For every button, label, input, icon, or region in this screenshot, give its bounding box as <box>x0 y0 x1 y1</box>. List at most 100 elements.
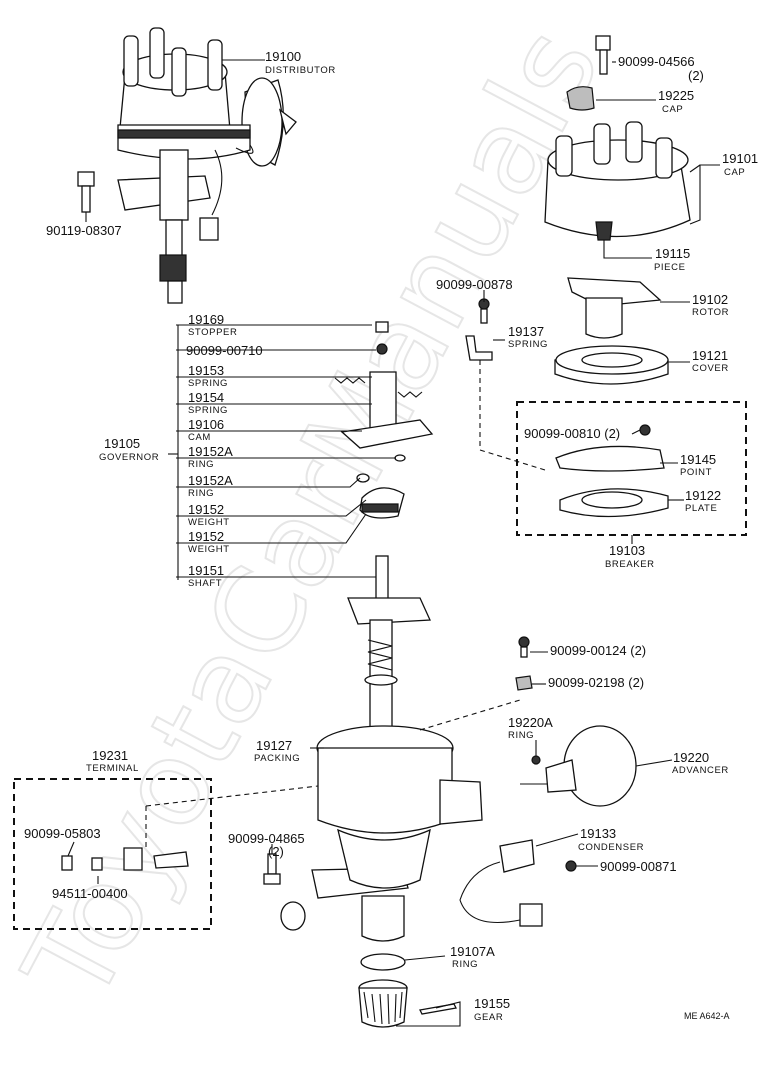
callout-19127: 19127 PACKING <box>254 738 300 764</box>
callout-19152A-upper: 19152A RING <box>188 444 233 470</box>
part-name: ROTOR <box>692 307 729 318</box>
part-name: POINT <box>680 467 712 478</box>
part-number: 19115 <box>655 246 690 261</box>
part-number: 94511-00400 <box>52 886 128 901</box>
part-number: 90099-00878 <box>436 277 513 292</box>
part-name: RING <box>188 488 214 499</box>
clip-90099-02198-drawing <box>515 675 533 691</box>
part-name: SPRING <box>188 405 228 416</box>
screw-90099-00878-drawing <box>478 298 490 324</box>
part-number: 19169 <box>188 312 224 327</box>
part-number: 90099-00871 <box>600 859 677 874</box>
quantity: (2) <box>268 844 284 859</box>
callout-19115: 19115 PIECE <box>654 246 690 273</box>
callout-19169: 19169 STOPPER <box>188 312 237 338</box>
ring-19107A-drawing <box>360 953 406 971</box>
callout-19220A: 19220A RING <box>508 715 553 741</box>
callout-19151: 19151 SHAFT <box>188 563 224 589</box>
condenser-19133-drawing <box>459 839 577 927</box>
part-number: 19101 <box>722 151 758 166</box>
part-number: 19122 <box>685 488 721 503</box>
part-name: WEIGHT <box>188 544 230 555</box>
part-number: 19105 <box>104 436 140 451</box>
part-name: GEAR <box>474 1012 503 1023</box>
part-number: 19153 <box>188 363 224 378</box>
cover-19121-drawing <box>554 345 669 385</box>
spring-19137-drawing <box>465 335 493 361</box>
part-number: 19103 <box>609 543 645 558</box>
part-number: 19220A <box>508 715 553 730</box>
callout-19145: 19145 POINT <box>680 452 716 478</box>
callout-19152-upper: 19152 WEIGHT <box>188 502 230 528</box>
part-name: CAM <box>188 432 211 443</box>
part-number: 19107A <box>450 944 495 959</box>
part-number: 19154 <box>188 390 224 405</box>
callout-19137: 19137 SPRING <box>508 324 548 350</box>
part-number: 90099-00810 (2) <box>524 426 620 441</box>
quantity: (2) <box>688 68 704 83</box>
cap-19225-drawing <box>566 86 595 111</box>
callout-19100: 19100 DISTRIBUTOR <box>265 49 335 76</box>
callout-90099-05803: 90099-05803 <box>24 826 101 841</box>
part-name: SPRING <box>508 339 548 350</box>
advancer-19220-drawing <box>520 725 637 807</box>
part-number: 19102 <box>692 292 728 307</box>
part-name: RING <box>452 959 478 970</box>
callout-19225: 19225 CAP <box>658 88 694 115</box>
breaker-group-box <box>516 401 747 536</box>
part-number: 19152 <box>188 502 224 517</box>
callout-90099-02198: 90099-02198 (2) <box>548 675 644 690</box>
part-number: 19152A <box>188 473 233 488</box>
reference-code: ME A642-A <box>684 1011 730 1021</box>
part-name: STOPPER <box>188 327 237 338</box>
callout-90099-00871: 90099-00871 <box>600 859 677 874</box>
callout-90099-00124: 90099-00124 (2) <box>550 643 646 658</box>
callout-90099-04865: 90099-04865 (2) <box>228 831 305 859</box>
callout-90099-00810: 90099-00810 (2) <box>524 426 620 441</box>
part-number: 19151 <box>188 563 224 578</box>
part-name: COVER <box>692 363 729 374</box>
part-name: SHAFT <box>188 578 222 589</box>
part-number: 90099-05803 <box>24 826 101 841</box>
part-number: 90119-08307 <box>46 223 122 238</box>
part-number: 19127 <box>256 738 292 753</box>
screw-90099-04566-drawing <box>595 35 611 75</box>
part-number: 19133 <box>580 826 616 841</box>
part-name: CONDENSER <box>578 842 644 853</box>
part-number: 19225 <box>658 88 694 103</box>
callout-19121: 19121 COVER <box>692 348 729 374</box>
part-name: BREAKER <box>605 559 655 570</box>
callout-94511-00400: 94511-00400 <box>52 886 128 901</box>
part-name: PACKING <box>254 753 300 764</box>
part-name: SPRING <box>188 378 228 389</box>
part-number: 90099-04566 <box>618 54 695 69</box>
part-name: GOVERNOR <box>99 452 159 463</box>
callout-19102: 19102 ROTOR <box>692 292 729 318</box>
part-name: PLATE <box>685 503 717 514</box>
breaker-parts-drawing <box>555 424 669 518</box>
part-number: 19145 <box>680 452 716 467</box>
callout-19122: 19122 PLATE <box>685 488 721 514</box>
callout-19153: 19153 SPRING <box>188 363 228 389</box>
part-name: CAP <box>662 104 683 115</box>
part-number: 90099-00124 (2) <box>550 643 646 658</box>
part-number: 19152A <box>188 444 233 459</box>
callout-19231: 19231 TERMINAL <box>86 748 138 774</box>
screw-90099-00124-drawing <box>518 636 530 658</box>
terminal-parts-drawing <box>61 847 189 871</box>
callout-19220: 19220 ADVANCER <box>672 750 729 776</box>
part-number: 90099-00710 <box>186 343 263 358</box>
part-name: PIECE <box>654 262 686 273</box>
part-name: ADVANCER <box>672 765 729 776</box>
part-name: CAP <box>724 167 745 178</box>
part-number: 19121 <box>692 348 728 363</box>
part-name: WEIGHT <box>188 517 230 528</box>
part-number: 90099-02198 (2) <box>548 675 644 690</box>
callout-19133: 19133 CONDENSER <box>578 826 644 853</box>
housing-drawing <box>280 725 483 942</box>
part-name: RING <box>188 459 214 470</box>
assembled-distributor-drawing <box>117 27 297 304</box>
callout-19105: 19105 GOVERNOR <box>99 436 159 463</box>
shaft-19151-drawing <box>347 555 431 761</box>
